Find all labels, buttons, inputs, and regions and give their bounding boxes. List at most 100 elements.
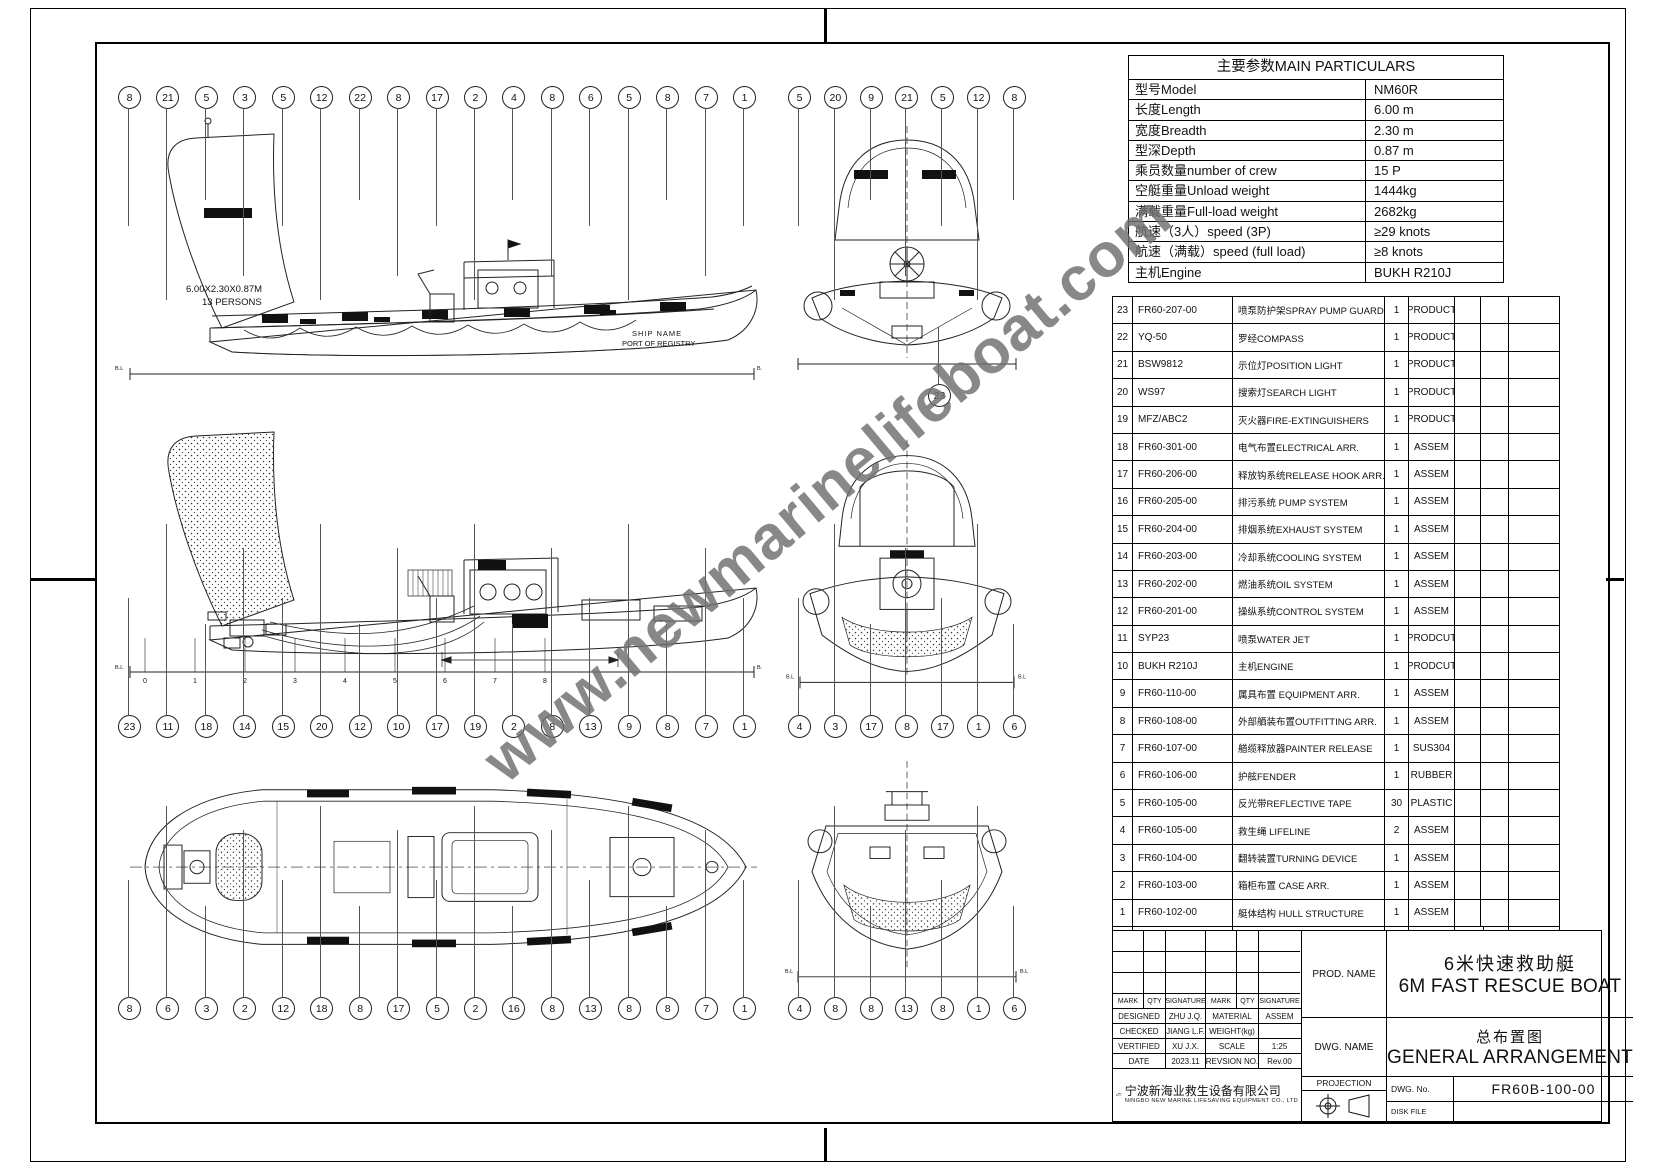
dwg-name-cn: 总布置图 xyxy=(1475,1028,1544,1046)
part-qty: 1 xyxy=(1385,707,1409,735)
baseline-label: B.L xyxy=(115,665,123,671)
part-remark xyxy=(1509,598,1558,624)
balloon-callout: 12 xyxy=(271,880,295,1020)
revision-column-label: QTY xyxy=(1237,994,1259,1008)
part-no: 7 xyxy=(1113,735,1133,762)
side-section-drawing: B.L B.L 0 1 2 3 4 5 6 7 8 xyxy=(115,431,762,685)
revision-column-label: SIGNATURE xyxy=(1166,994,1206,1008)
svg-text:1: 1 xyxy=(193,678,197,685)
part-code: SYP23 xyxy=(1133,625,1233,653)
part-total-weight xyxy=(1481,543,1509,570)
part-material: ASSEM xyxy=(1409,488,1455,516)
parts-list-row: 18 FR60-301-00 电气布置ELECTRICAL ARR. 1 ASS… xyxy=(1113,433,1559,462)
balloon-callout: 17 xyxy=(859,624,883,738)
balloon-callout: 4 xyxy=(788,598,811,738)
svg-text:7: 7 xyxy=(493,678,497,685)
balloon-callout: 8 xyxy=(617,806,641,1020)
part-qty: 2 xyxy=(1385,817,1409,844)
part-remark xyxy=(1509,461,1558,487)
balloon-callout: 11 xyxy=(156,524,180,738)
parts-list-row: 3 FR60-104-00 翻转装置TURNING DEVICE 1 ASSEM xyxy=(1113,844,1559,873)
balloon-callout: 8 xyxy=(540,548,564,738)
part-total-weight xyxy=(1481,762,1509,790)
dwg-no-label: DWG. No. xyxy=(1387,1077,1454,1102)
part-remark xyxy=(1509,845,1558,871)
particular-label: 乘员数量number of crew xyxy=(1129,161,1366,181)
part-no: 3 xyxy=(1113,844,1133,872)
balloon-callout: 17 xyxy=(387,830,411,1020)
balloon-callout: 13 xyxy=(579,598,603,738)
part-name: 电气布置ELECTRICAL ARR. xyxy=(1233,433,1385,461)
part-remark xyxy=(1509,817,1558,843)
callout-number: 6 xyxy=(1011,720,1018,733)
parts-list-row: 10 BUKH R210J 主机ENGINE 1 PRODCUT xyxy=(1113,653,1559,681)
part-total-weight xyxy=(1481,297,1509,324)
part-name: 操纵系统CONTROL SYSTEM xyxy=(1233,598,1385,625)
particular-row: 宽度Breadth 2.30 m xyxy=(1129,120,1503,141)
part-material: PLASTIC xyxy=(1409,790,1455,817)
balloon-callout: 8 xyxy=(931,880,955,1020)
balloon-callout: 20 xyxy=(823,86,847,300)
part-material: ASSEM xyxy=(1409,872,1455,899)
part-name: 艏缆释放器PAINTER RELEASE xyxy=(1233,735,1385,762)
part-material: ASSEM xyxy=(1409,461,1455,488)
callout-number: 13 xyxy=(901,1002,913,1015)
part-qty: 1 xyxy=(1385,516,1409,543)
part-no: 20 xyxy=(1113,379,1133,406)
part-single-weight xyxy=(1455,872,1481,899)
callout-number: 8 xyxy=(664,720,671,733)
part-material: ASSEM xyxy=(1409,899,1455,926)
part-single-weight xyxy=(1455,570,1481,598)
station-numbers: 0 1 2 3 4 5 6 7 8 xyxy=(143,678,547,685)
part-remark xyxy=(1509,872,1558,898)
callout-number: 10 xyxy=(392,720,405,733)
parts-list-row: 6 FR60-106-00 护舷FENDER 1 RUBBER xyxy=(1113,762,1559,791)
revision-rows xyxy=(1113,931,1301,994)
callout-number: 4 xyxy=(796,720,803,733)
callout-number: 18 xyxy=(315,1002,328,1015)
part-single-weight xyxy=(1455,707,1481,735)
part-no: 14 xyxy=(1113,543,1133,570)
field-value: XU J.X. xyxy=(1166,1039,1206,1053)
balloon-callout: 1 xyxy=(733,880,756,1020)
particular-row: 航速（满载）speed (full load) ≥8 knots xyxy=(1129,242,1503,263)
callout-number: 8 xyxy=(549,1002,556,1015)
main-particulars-table: 主要参数MAIN PARTICULARS 型号Model NM60R 长度Len… xyxy=(1128,55,1504,283)
balloon-callout: 8 xyxy=(540,830,564,1020)
balloon-callout: 8 xyxy=(859,906,883,1020)
baseline-label: B.L xyxy=(757,665,762,671)
callout-number: 12 xyxy=(277,1002,290,1015)
callout-number: 20 xyxy=(315,720,328,733)
field-value: Rev.00 xyxy=(1267,1056,1292,1066)
particular-label: 航速（3人）speed (3P) xyxy=(1129,222,1366,242)
balloon-callout: 2 xyxy=(233,830,257,1020)
part-single-weight xyxy=(1455,844,1481,872)
baseline-label: B.L xyxy=(786,674,794,680)
part-material: ASSEM xyxy=(1409,433,1455,461)
parts-list-row: 12 FR60-201-00 操纵系统CONTROL SYSTEM 1 ASSE… xyxy=(1113,598,1559,626)
part-total-weight xyxy=(1481,351,1509,379)
part-qty: 1 xyxy=(1385,297,1409,324)
part-total-weight xyxy=(1481,379,1509,406)
part-material: ASSEM xyxy=(1409,598,1455,625)
baseline-label: B.L xyxy=(115,366,123,372)
part-remark xyxy=(1509,763,1558,789)
field-label: CHECKED xyxy=(1113,1024,1166,1038)
balloon-callout: 8 xyxy=(540,86,564,276)
part-remark xyxy=(1509,434,1558,460)
prod-name-label: PROD. NAME xyxy=(1302,931,1387,1017)
extra-callout: 23 xyxy=(928,327,951,407)
main-particulars-rows: 型号Model NM60R 长度Length 6.00 m 宽度Breadth … xyxy=(1129,80,1503,282)
svg-text:0: 0 xyxy=(143,678,147,685)
company-logo: NEW MARINE xyxy=(1116,1093,1122,1097)
field-label: MATERIAL xyxy=(1206,1009,1259,1023)
part-qty: 1 xyxy=(1385,488,1409,516)
parts-list-row: 23 FR60-207-00 喷泵防护架SPRAY PUMP GUARDS 1 … xyxy=(1113,297,1559,325)
part-code: FR60-205-00 xyxy=(1133,488,1233,516)
parts-list-row: 13 FR60-202-00 燃油系统OIL SYSTEM 1 ASSEM xyxy=(1113,570,1559,599)
part-code: FR60-105-00 xyxy=(1133,817,1233,844)
callout-number: 12 xyxy=(972,91,985,104)
baseline-label: B.L xyxy=(785,969,793,975)
balloon-callout: 18 xyxy=(194,624,218,738)
